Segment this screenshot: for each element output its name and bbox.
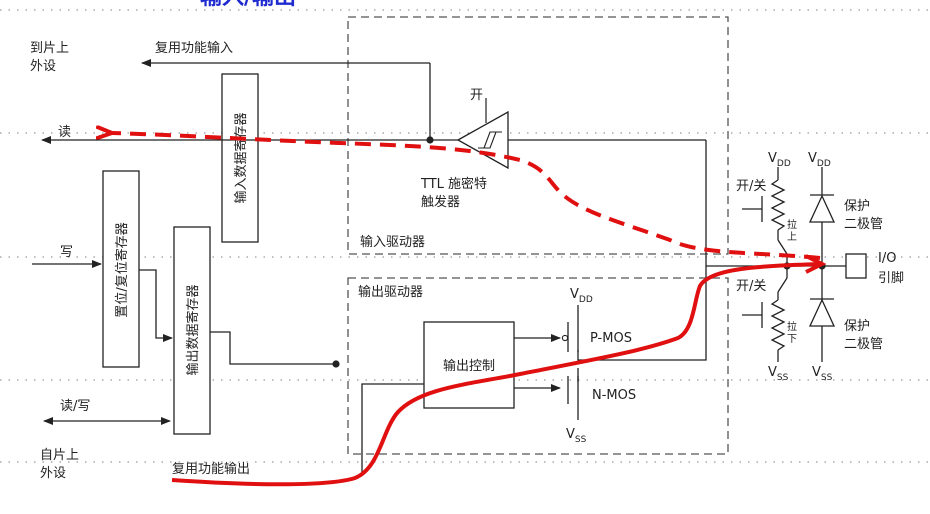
input-data-register: 输入数据寄存器 — [221, 73, 259, 243]
to-chip-peripheral-label-1: 到片上 — [30, 41, 69, 56]
io-pin-symbol — [845, 253, 867, 279]
alt-function-input-label: 复用功能输入 — [155, 40, 233, 56]
output-data-register: 输出数据寄存器 — [173, 226, 211, 435]
output-path-highlight — [171, 262, 821, 487]
protection-diodes — [808, 167, 846, 362]
pull-up-label-2: 上 — [787, 231, 797, 243]
junction-dots — [332, 136, 826, 368]
read-write-label: 读/写 — [60, 399, 90, 414]
input-driver-box — [347, 16, 729, 255]
background-dot-grid — [0, 9, 930, 463]
page-title: 输入/输出 — [180, 0, 370, 10]
output-path-arrowhead — [805, 254, 827, 274]
bit-set-reset-register: 置位/复位寄存器 — [102, 170, 140, 368]
nmos-label: N-MOS — [592, 388, 636, 403]
schmitt-trigger-symbol — [456, 98, 509, 170]
io-pin-label-1: I/O — [878, 251, 896, 266]
pull-down-network — [742, 266, 788, 362]
svg-text:输入/输出: 输入/输出 — [200, 0, 296, 10]
pmos-label: P-MOS — [590, 331, 632, 346]
on-off-pulldown-label: 开/关 — [736, 279, 766, 294]
input-driver-label: 输入驱动器 — [360, 234, 425, 250]
circuit-wires — [32, 59, 822, 474]
protection-diode-top-label-2: 二极管 — [844, 217, 883, 232]
vdd-diode-label: VDD — [808, 151, 831, 169]
output-control-box — [423, 321, 515, 409]
protection-diode-bottom-label-2: 二极管 — [844, 337, 883, 352]
io-pin-label-2: 引脚 — [878, 270, 904, 286]
on-off-pullup-label: 开/关 — [736, 179, 766, 194]
protection-diode-top-label-1: 保护 — [844, 199, 870, 214]
output-data-register-label: 输出数据寄存器 — [185, 284, 201, 375]
on-label: 开 — [470, 88, 483, 103]
protection-diode-bottom-label-1: 保护 — [844, 319, 870, 334]
ttl-schmitt-label-2: 触发器 — [421, 194, 460, 210]
vss-diode-label: VSS — [812, 365, 833, 383]
pull-down-label-1: 拉 — [787, 320, 797, 333]
input-path-highlight — [112, 133, 821, 260]
from-chip-peripheral-label-1: 自片上 — [40, 448, 79, 463]
pull-down-label-2: 下 — [787, 334, 797, 345]
vdd-mos-label: VDD — [570, 287, 593, 305]
read-label: 读 — [58, 125, 71, 140]
vss-mos-label: VSS — [566, 427, 587, 445]
write-label: 写 — [60, 245, 73, 260]
vdd-pullup-label: VDD — [768, 151, 791, 169]
output-driver-box — [347, 277, 729, 455]
pull-up-network — [742, 167, 788, 266]
output-control-label: 输出控制 — [443, 358, 495, 374]
ttl-schmitt-label-1: TTL 施密特 — [420, 176, 487, 192]
input-data-register-label: 输入数据寄存器 — [233, 112, 249, 203]
vss-pulldown-label: VSS — [768, 365, 789, 383]
from-chip-peripheral-label-2: 外设 — [40, 466, 66, 481]
bit-set-reset-register-label: 置位/复位寄存器 — [114, 222, 130, 317]
alt-function-output-label: 复用功能输出 — [172, 461, 250, 477]
pull-up-label-1: 拉 — [787, 218, 797, 231]
output-driver-label: 输出驱动器 — [358, 284, 423, 300]
to-chip-peripheral-label-2: 外设 — [30, 59, 56, 74]
